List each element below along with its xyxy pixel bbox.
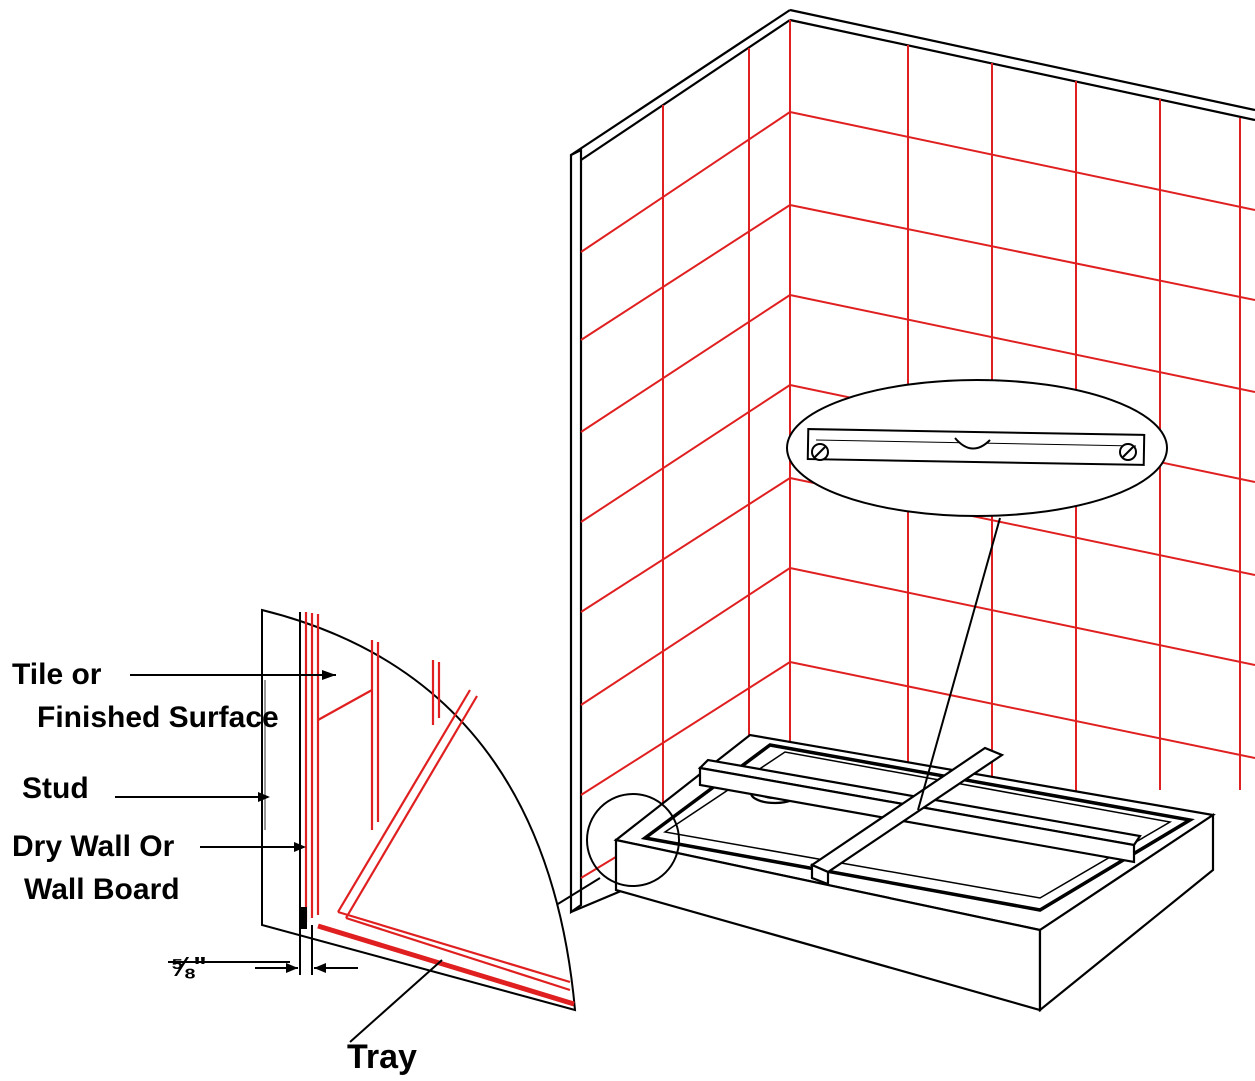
shower-tray: [613, 733, 1216, 1013]
label-tile-line2: Finished Surface: [37, 701, 279, 734]
label-tray: Tray: [347, 1038, 417, 1076]
wall-corner: [569, 8, 1255, 915]
label-drywall-line2: Wall Board: [24, 873, 180, 906]
magnified-detail: [261, 608, 577, 1012]
tile-grid-left-wall: [580, 20, 791, 879]
label-gap-measure: ⅝": [170, 951, 207, 982]
arrowheads: [258, 670, 336, 973]
label-drywall-line1: Dry Wall Or: [12, 830, 175, 863]
spirit-level-callout: [786, 379, 1168, 811]
leader-lines: [115, 674, 443, 1043]
label-stud: Stud: [22, 772, 89, 805]
label-tile-line1: Tile or: [12, 658, 102, 691]
